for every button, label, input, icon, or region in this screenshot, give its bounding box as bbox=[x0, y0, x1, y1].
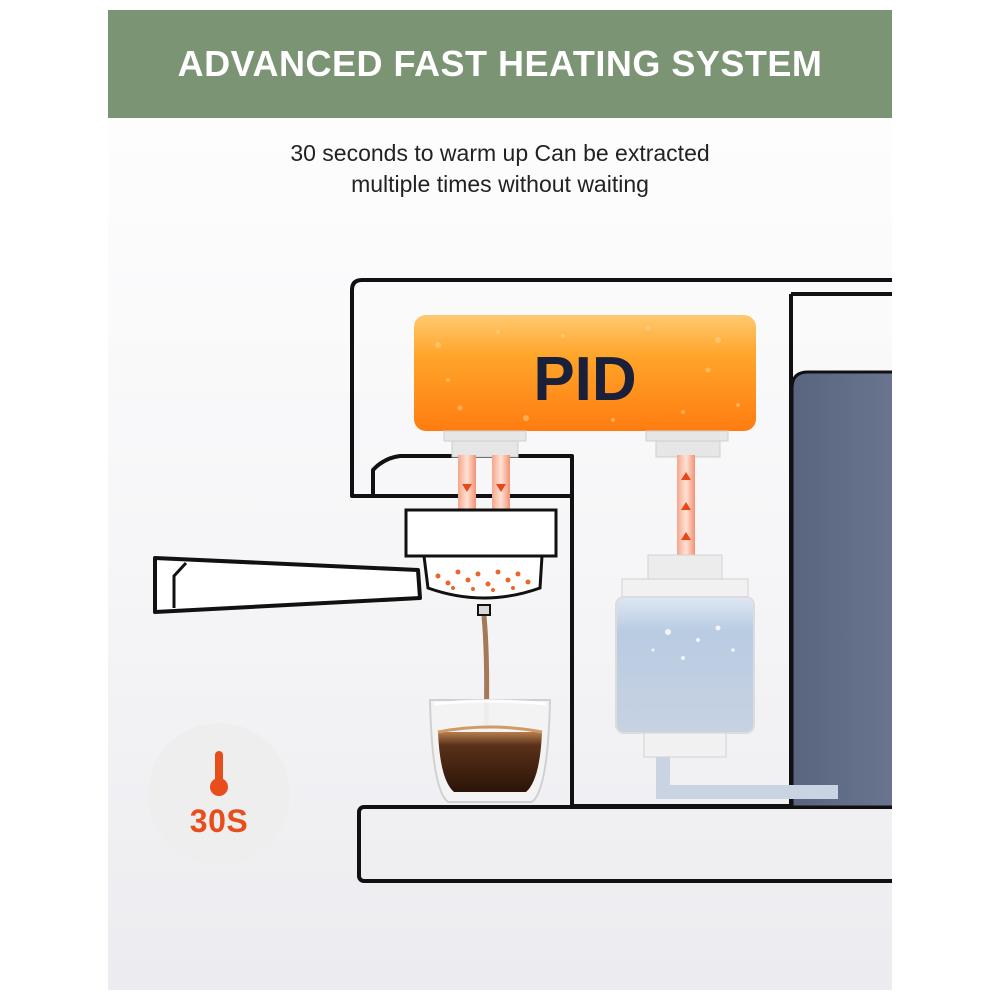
warmup-badge: 30S bbox=[148, 723, 290, 865]
page-title: ADVANCED FAST HEATING SYSTEM bbox=[177, 43, 823, 84]
subtitle-line-2: multiple times without waiting bbox=[351, 171, 649, 197]
thermometer-icon bbox=[210, 750, 228, 796]
pid-label: PID bbox=[533, 345, 636, 414]
espresso-cup bbox=[428, 699, 552, 803]
portafilter bbox=[153, 508, 558, 616]
subtitle-line-1: 30 seconds to warm up Can be extracted bbox=[290, 140, 710, 166]
poster-panel: ADVANCED FAST HEATING SYSTEM 30 seconds … bbox=[108, 10, 892, 990]
water-tank bbox=[615, 554, 838, 799]
pid-boiler: PID bbox=[414, 315, 756, 431]
warmup-time-label: 30S bbox=[189, 802, 249, 839]
side-panel bbox=[790, 370, 892, 809]
boiler-fittings bbox=[443, 430, 729, 458]
subtitle: 30 seconds to warm up Can be extracted m… bbox=[108, 138, 892, 200]
espresso-machine-diagram: PID bbox=[153, 278, 892, 883]
header-banner: ADVANCED FAST HEATING SYSTEM bbox=[108, 10, 892, 118]
